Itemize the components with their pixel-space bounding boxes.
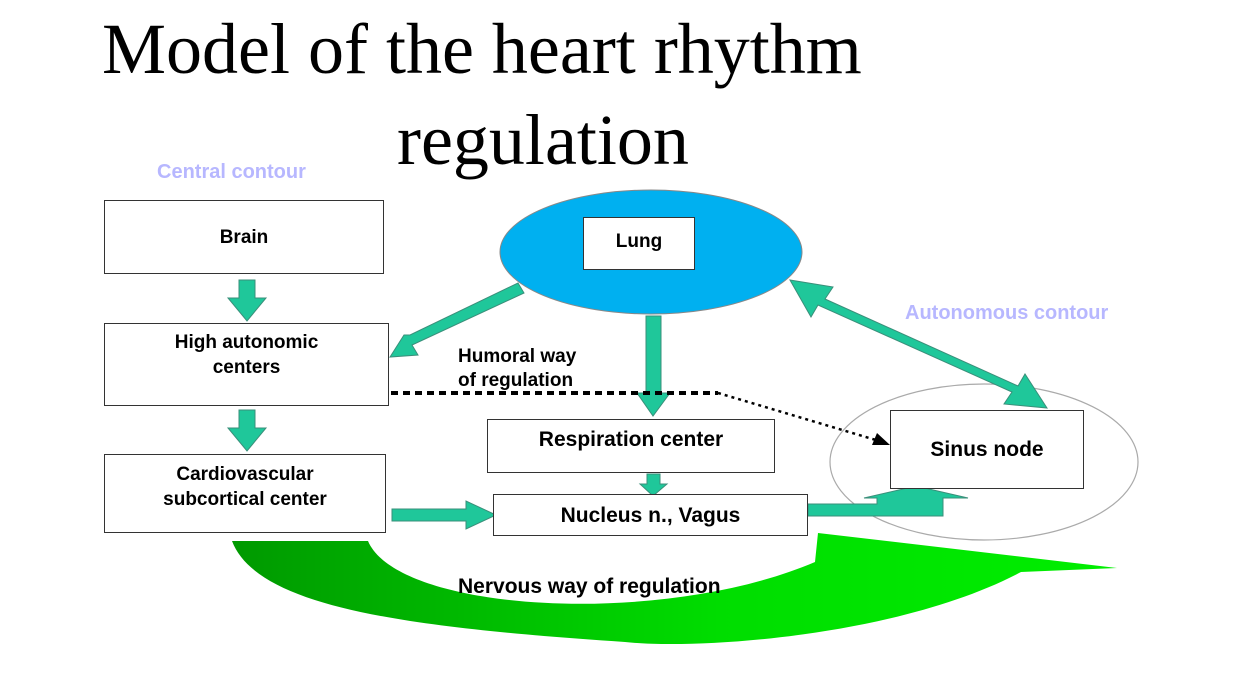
autonomous-contour-label: Autonomous contour (905, 302, 1109, 324)
respiration-center-label: Respiration center (538, 428, 724, 451)
cardiovascular-center-box: Cardiovascular subcortical center (104, 454, 386, 533)
high-autonomic-centers-box: High autonomic centers (104, 323, 389, 406)
lung-box: Lung (583, 217, 695, 270)
brain-label: Brain (219, 226, 269, 248)
cardiovascular-center-label: Cardiovascular subcortical center (163, 464, 327, 510)
arrow-lung-to-respiration (636, 315, 671, 417)
arrow-nucleus-to-sinus (807, 485, 969, 517)
autonomous-contour-ellipse (829, 383, 1139, 541)
arrow-lung-to-high-autonomic (389, 282, 525, 358)
central-contour-label: Central contour (157, 161, 306, 183)
nervous-way-label: Nervous way of regulation (458, 575, 721, 598)
sinus-node-box: Sinus node (890, 410, 1084, 489)
arrow-cardiovascular-to-nucleus (391, 500, 498, 530)
arrow-high-autonomic-to-cardiovascular (226, 409, 268, 452)
page-title-line-1: Model of the heart rhythm (102, 9, 862, 89)
sinus-node-label: Sinus node (930, 438, 1044, 461)
lung-label: Lung (615, 231, 663, 252)
respiration-center-box: Respiration center (487, 419, 775, 473)
page-title-line-2: regulation (397, 100, 689, 180)
high-autonomic-centers-label: High autonomic centers (174, 332, 319, 378)
nucleus-vagus-box: Nucleus n., Vagus (493, 494, 808, 536)
arrow-respiration-to-nucleus (638, 473, 669, 497)
arrow-lung-sinus-bidirectional (789, 279, 1048, 409)
arrow-brain-to-high-autonomic (226, 279, 268, 322)
brain-box: Brain (104, 200, 384, 274)
humoral-arrowhead (872, 433, 890, 445)
humoral-way-label: Humoral way of regulation (458, 346, 577, 391)
nervous-way-arrow (232, 533, 1117, 645)
nucleus-vagus-label: Nucleus n., Vagus (560, 503, 741, 527)
